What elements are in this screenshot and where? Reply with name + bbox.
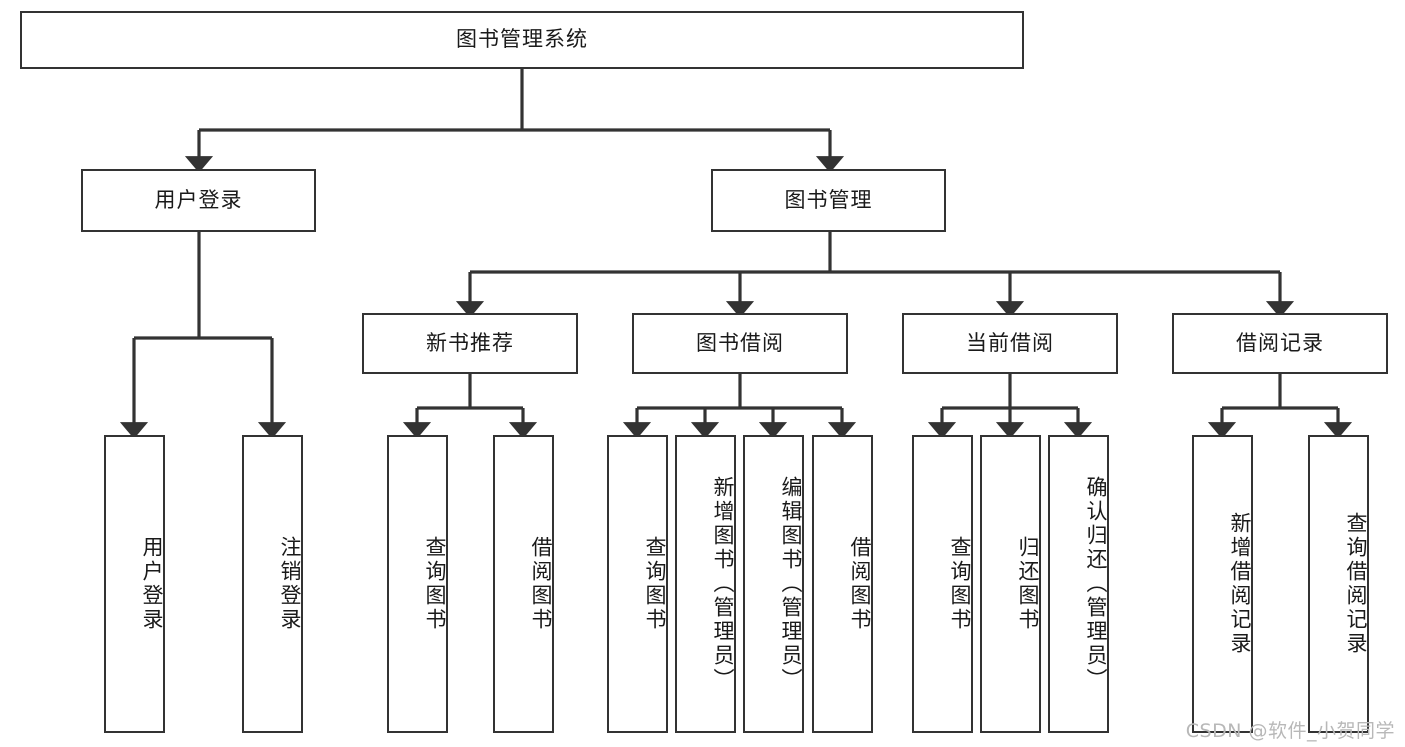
leaf-label: 借阅图书	[529, 536, 553, 632]
node-new-book-recommend[interactable]: 新书推荐	[362, 313, 578, 374]
leaf-label: 用户登录	[140, 536, 164, 632]
node-book-borrow[interactable]: 图书借阅	[632, 313, 848, 374]
leaf-add-book-admin[interactable]: 新增图书（管理员）	[675, 435, 736, 733]
node-label: 借阅记录	[1236, 330, 1324, 355]
leaf-label: 查询图书	[948, 536, 972, 632]
node-label: 当前借阅	[966, 330, 1054, 355]
leaf-label: 编辑图书（管理员）	[779, 476, 803, 692]
node-label: 图书借阅	[696, 330, 784, 355]
node-label: 图书管理系统	[456, 27, 588, 52]
leaf-borrow-book[interactable]: 借阅图书	[812, 435, 873, 733]
node-current-borrow[interactable]: 当前借阅	[902, 313, 1118, 374]
node-label: 图书管理	[784, 187, 873, 212]
leaf-query-book-recommend[interactable]: 查询图书	[387, 435, 448, 733]
leaf-confirm-return-admin[interactable]: 确认归还（管理员）	[1048, 435, 1109, 733]
leaf-label: 新增借阅记录	[1228, 512, 1252, 656]
leaf-borrow-book-recommend[interactable]: 借阅图书	[493, 435, 554, 733]
leaf-label: 新增图书（管理员）	[711, 476, 735, 692]
leaf-logout[interactable]: 注销登录	[242, 435, 303, 733]
leaf-label: 查询借阅记录	[1344, 512, 1368, 656]
watermark-text: CSDN @软件_小贺同学	[1185, 720, 1395, 742]
leaf-label: 归还图书	[1016, 536, 1040, 632]
node-user-login[interactable]: 用户登录	[81, 169, 316, 232]
leaf-label: 查询图书	[643, 536, 667, 632]
leaf-query-borrow-record[interactable]: 查询借阅记录	[1308, 435, 1369, 733]
leaf-query-book-current[interactable]: 查询图书	[912, 435, 973, 733]
node-label: 用户登录	[154, 187, 243, 212]
leaf-label: 确认归还（管理员）	[1084, 476, 1108, 692]
leaf-query-book-borrow[interactable]: 查询图书	[607, 435, 668, 733]
leaf-user-login[interactable]: 用户登录	[104, 435, 165, 733]
leaf-label: 注销登录	[278, 536, 302, 632]
node-root-book-management-system[interactable]: 图书管理系统	[20, 11, 1024, 69]
leaf-return-book[interactable]: 归还图书	[980, 435, 1041, 733]
leaf-label: 借阅图书	[848, 536, 872, 632]
leaf-add-borrow-record[interactable]: 新增借阅记录	[1192, 435, 1253, 733]
leaf-label: 查询图书	[423, 536, 447, 632]
node-label: 新书推荐	[426, 330, 514, 355]
leaf-edit-book-admin[interactable]: 编辑图书（管理员）	[743, 435, 804, 733]
node-borrow-record[interactable]: 借阅记录	[1172, 313, 1388, 374]
node-book-management[interactable]: 图书管理	[711, 169, 946, 232]
